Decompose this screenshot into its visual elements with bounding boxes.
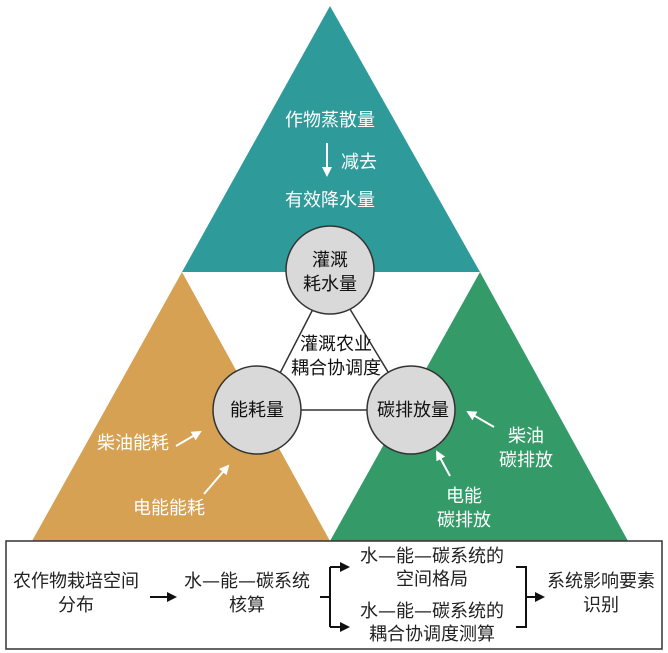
water-consumption-node	[285, 225, 375, 315]
electric-energy-arrow-icon	[203, 464, 230, 495]
effective-precipitation-label: 有效降水量	[285, 190, 375, 211]
energy-consumption-node	[212, 365, 302, 455]
step3b-line2: 耦合协调度测算	[369, 624, 495, 645]
step1-line1: 农作物栽培空间	[13, 571, 139, 592]
diesel-carbon-line1: 柴油	[508, 426, 544, 447]
subtract-label: 减去	[341, 152, 377, 173]
carbon-node-label: 碳排放量	[377, 400, 449, 421]
right-triangle	[330, 272, 628, 541]
electric-energy-label: 电能能耗	[133, 498, 205, 519]
diesel-carbon-line2: 碳排放	[499, 450, 553, 471]
electric-carbon-line2: 碳排放	[437, 510, 491, 531]
coupling-triangle	[259, 274, 413, 411]
step3a-line1: 水—能—碳系统的	[360, 546, 504, 567]
diesel-energy-arrow-icon	[175, 430, 202, 447]
carbon-emission-node	[366, 365, 456, 455]
crop-evapotranspiration-label: 作物蒸散量	[285, 110, 375, 131]
left-triangle	[32, 272, 330, 541]
electric-carbon-arrow-icon	[436, 450, 451, 477]
water-node-line2: 耗水量	[303, 274, 357, 295]
step1-line2: 分布	[58, 595, 94, 616]
step4-line1: 系统影响要素	[547, 571, 655, 592]
coupling-label-line2: 耦合协调度	[291, 358, 381, 379]
water-node-line1: 灌溉	[312, 250, 348, 271]
energy-node-label: 能耗量	[230, 400, 284, 421]
electric-carbon-line1: 电能	[446, 486, 482, 507]
step2-line1: 水—能—碳系统	[184, 571, 310, 592]
coupling-label-line1: 灌溉农业	[300, 334, 372, 355]
step3a-line2: 空间格局	[396, 569, 468, 590]
step3b-line1: 水—能—碳系统的	[360, 601, 504, 622]
diesel-energy-label: 柴油能耗	[97, 433, 169, 454]
step2-line2: 核算	[229, 595, 265, 616]
top-triangle	[182, 6, 480, 272]
diesel-carbon-arrow-icon	[466, 411, 495, 428]
step4-line2: 识别	[583, 595, 619, 616]
workflow-box	[5, 540, 663, 650]
